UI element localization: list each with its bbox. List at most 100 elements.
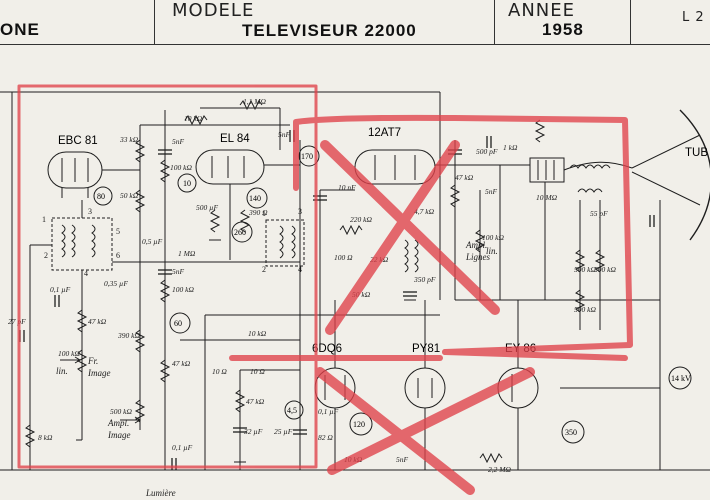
value-r28: 10 MΩ xyxy=(536,193,558,202)
value-c7: 0,35 µF xyxy=(104,279,128,288)
marker-140: 140 xyxy=(249,194,261,203)
pin-4: 4 xyxy=(84,269,88,278)
value-c3: 5nF xyxy=(278,130,291,139)
value-c16: 55 pF xyxy=(590,209,608,218)
marker-14kv: 14 kV xyxy=(671,374,691,383)
annotation-lignes: Lignes xyxy=(465,252,491,262)
value-c9: 32 µF xyxy=(243,427,263,436)
value-c10: 25 µF xyxy=(274,427,293,436)
line-output-block xyxy=(529,157,565,183)
value-r16: 10 Ω xyxy=(212,367,227,376)
annotation-image-1: Image xyxy=(87,368,111,378)
tube-label-el84: EL 84 xyxy=(220,133,250,145)
value-c4: 0,5 µF xyxy=(142,237,163,246)
annotation-image-2: Image xyxy=(107,430,131,440)
header-right-fragment: L 2 xyxy=(682,10,705,25)
header-cell-model: MODELE TELEVISEUR 22000 xyxy=(154,0,495,44)
pin-6: 6 xyxy=(116,251,120,260)
value-c14: 5nF xyxy=(485,187,498,196)
value-c15: 500 pF xyxy=(476,147,498,156)
annotation-lin-2: lin. xyxy=(486,246,498,256)
model-label: MODELE xyxy=(172,0,255,21)
header-cell-year: ANNEE 1958 xyxy=(494,0,631,44)
value-r18: 47 kΩ xyxy=(246,397,265,406)
value-c12: 10 nF xyxy=(338,183,356,192)
value-r33: 2,2 MΩ xyxy=(488,465,511,474)
transformer-t2 xyxy=(265,219,305,267)
value-r11: 390 kΩ xyxy=(117,331,140,340)
value-c18: 5nF xyxy=(396,455,409,464)
value-r6: 390 Ω xyxy=(248,208,268,217)
model-value: TELEVISEUR 22000 xyxy=(242,21,417,40)
pin-t2-2: 2 xyxy=(262,265,266,274)
pin-t2-4: 4 xyxy=(298,265,302,274)
value-r7: 1 MΩ xyxy=(178,249,196,258)
tube-label-ebc81: EBC 81 xyxy=(58,135,98,147)
red-highlight-box xyxy=(17,84,318,469)
value-c11: 27 pF xyxy=(8,317,26,326)
value-c2: 500 µF xyxy=(196,203,218,212)
pin-5: 5 xyxy=(116,227,120,236)
header-cell-left: ONE xyxy=(0,0,155,44)
value-c1: 5nF xyxy=(172,137,185,146)
red-cross-1b xyxy=(325,140,460,335)
value-r9: 47 kΩ xyxy=(88,317,107,326)
value-r10: 100 kΩ xyxy=(58,349,80,358)
value-r21: 100 Ω xyxy=(334,253,353,262)
marker-260: 260 xyxy=(234,228,246,237)
value-r27: 1 kΩ xyxy=(503,143,518,152)
value-c13: 350 pF xyxy=(413,275,436,284)
transformer-t1 xyxy=(51,217,113,271)
value-r25: 100 kΩ xyxy=(482,233,504,242)
value-r4: 50 kΩ xyxy=(120,191,139,200)
annotation-lin-1: lin. xyxy=(56,366,68,376)
year-label: ANNEE xyxy=(508,0,575,21)
annotation-ampl-1: Ampl. xyxy=(107,418,129,428)
marker-120: 120 xyxy=(353,420,365,429)
value-c8: 0,1 µF xyxy=(172,443,193,452)
value-r23: 50 kΩ xyxy=(352,290,371,299)
value-r26: 47 kΩ xyxy=(455,173,474,182)
value-c5: 5nF xyxy=(172,267,185,276)
pin-3: 3 xyxy=(88,207,92,216)
value-r19: 82 Ω xyxy=(318,433,333,442)
pin-1: 1 xyxy=(42,215,46,224)
pin-2: 2 xyxy=(44,251,48,260)
tube-label-py81: PY81 xyxy=(412,343,440,355)
value-c6: 0,1 µF xyxy=(50,285,71,294)
value-r5: 100 kΩ xyxy=(170,163,192,172)
value-r29: 500 kΩ xyxy=(574,265,596,274)
tube-el84-symbol xyxy=(195,149,265,185)
header-rule xyxy=(0,44,710,45)
red-marker-overlay xyxy=(17,84,633,495)
marker-350: 350 xyxy=(565,428,577,437)
year-value: 1958 xyxy=(542,20,584,39)
tube-label-12at7: 12AT7 xyxy=(368,127,401,139)
transformer-t3 xyxy=(404,239,419,273)
value-r12: 47 kΩ xyxy=(172,359,191,368)
value-r3: 33 kΩ xyxy=(119,135,139,144)
crt-neck xyxy=(631,134,701,206)
marker-80: 80 xyxy=(97,192,105,201)
tube-label-6dq6: 6DQ6 xyxy=(312,343,342,355)
tube-label-crt: TUB xyxy=(685,147,708,159)
tube-py81-symbol xyxy=(404,367,446,409)
value-r13: 500 kΩ xyxy=(110,407,132,416)
red-cross-2b xyxy=(327,367,535,475)
value-r15: 10 kΩ xyxy=(248,329,267,338)
annotation-fr: Fr. xyxy=(87,356,98,366)
value-r8: 100 kΩ xyxy=(172,285,194,294)
value-r31: 500 kΩ xyxy=(574,305,596,314)
value-r30: 500 kΩ xyxy=(594,265,616,274)
marker-10: 10 xyxy=(183,179,191,188)
value-r14: 8 kΩ xyxy=(38,433,53,442)
marker-60: 60 xyxy=(174,319,182,328)
annotation-lumiere: Lumière xyxy=(145,488,176,498)
value-r24: 4,7 kΩ xyxy=(414,207,435,216)
value-r17: 10 Ω xyxy=(250,367,265,376)
marker-170: 170 xyxy=(301,152,313,161)
value-r1: 10 kΩ xyxy=(184,114,203,123)
pin-t2-3: 3 xyxy=(298,207,302,216)
